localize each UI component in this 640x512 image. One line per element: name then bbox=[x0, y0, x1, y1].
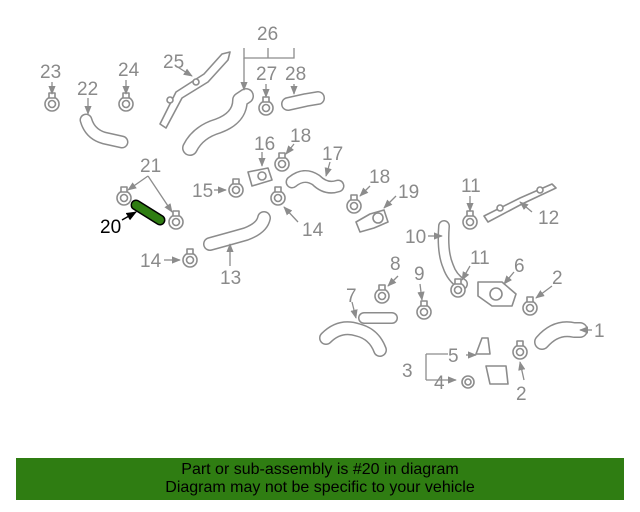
callout-23: 23 bbox=[40, 62, 61, 83]
info-banner: Part or sub-assembly is #20 in diagram D… bbox=[16, 458, 624, 500]
part-27-clamp[interactable]: 27 bbox=[256, 64, 277, 116]
callout-4: 4 bbox=[434, 373, 445, 394]
callout-2-lower: 2 bbox=[516, 384, 527, 405]
part-11-clamp-lower[interactable]: 11 bbox=[450, 248, 490, 298]
callout-1: 1 bbox=[594, 321, 605, 342]
callout-2-upper: 2 bbox=[552, 268, 563, 289]
part-1-hose[interactable]: 1 bbox=[534, 321, 605, 350]
callout-20: 20 bbox=[100, 217, 121, 238]
callout-13: 13 bbox=[220, 268, 241, 289]
callout-5: 5 bbox=[448, 346, 459, 367]
callout-28: 28 bbox=[285, 64, 306, 85]
banner-line-1: Part or sub-assembly is #20 in diagram bbox=[181, 461, 459, 478]
part-4-oring[interactable]: 4 bbox=[426, 373, 475, 394]
callout-26: 26 bbox=[257, 24, 278, 45]
callout-3: 3 bbox=[402, 361, 413, 382]
part-14-clamp-upper[interactable]: 14 bbox=[270, 186, 324, 241]
part-22-hose[interactable]: 22 bbox=[77, 79, 129, 149]
part-9-clamp[interactable]: 9 bbox=[414, 264, 432, 320]
callout-15: 15 bbox=[192, 181, 213, 202]
part-15-clamp[interactable]: 15 bbox=[192, 178, 244, 202]
part-14-clamp-lower[interactable]: 14 bbox=[140, 248, 198, 272]
part-23-clamp[interactable]: 23 bbox=[40, 62, 61, 112]
callout-22: 22 bbox=[77, 79, 98, 100]
callout-18-lower: 18 bbox=[369, 167, 390, 188]
part-13-hose[interactable]: 13 bbox=[203, 211, 271, 289]
callout-17: 17 bbox=[322, 144, 343, 165]
callout-19: 19 bbox=[398, 182, 419, 203]
banner-line-2: Diagram may not be specific to your vehi… bbox=[165, 479, 475, 496]
part-7-hose[interactable]: 7 bbox=[319, 286, 398, 357]
part-6-housing[interactable]: 6 bbox=[477, 256, 525, 307]
part-19-valve[interactable]: 19 bbox=[355, 182, 419, 233]
part-3-assembly[interactable]: 3 bbox=[402, 353, 509, 385]
callout-18-upper: 18 bbox=[290, 126, 311, 147]
callout-14-lower: 14 bbox=[140, 251, 162, 272]
callout-11-lower: 11 bbox=[470, 248, 490, 269]
callout-9: 9 bbox=[414, 264, 425, 285]
part-24-clamp[interactable]: 24 bbox=[118, 60, 140, 112]
part-5-pipe[interactable]: 5 bbox=[448, 337, 491, 367]
callout-14-upper: 14 bbox=[302, 220, 324, 241]
callout-8: 8 bbox=[390, 254, 401, 275]
part-16-connector[interactable]: 16 bbox=[247, 134, 275, 187]
part-17-hose[interactable]: 17 bbox=[285, 144, 345, 194]
part-2-clamp-lower[interactable]: 2 bbox=[512, 340, 528, 405]
part-21-clamps[interactable]: 21 bbox=[116, 156, 184, 230]
callout-10: 10 bbox=[405, 227, 426, 248]
callout-7: 7 bbox=[346, 286, 357, 307]
callout-27: 27 bbox=[256, 64, 277, 85]
part-18-clamp-upper[interactable]: 18 bbox=[274, 126, 311, 172]
part-28-elbow[interactable]: 28 bbox=[281, 64, 325, 111]
part-2-clamp-upper[interactable]: 2 bbox=[522, 268, 563, 316]
callout-16: 16 bbox=[254, 134, 275, 155]
part-12-pipe[interactable]: 12 bbox=[483, 183, 559, 229]
callout-21: 21 bbox=[140, 156, 161, 177]
callout-6: 6 bbox=[514, 256, 525, 277]
callout-25: 25 bbox=[163, 52, 184, 73]
part-25-pipe[interactable]: 25 bbox=[159, 51, 231, 129]
callout-11-upper: 11 bbox=[461, 176, 481, 197]
part-8-clamp[interactable]: 8 bbox=[374, 254, 401, 304]
part-20-hose[interactable]: 20 bbox=[100, 199, 166, 238]
callout-24: 24 bbox=[118, 60, 140, 81]
callout-12: 12 bbox=[538, 208, 559, 229]
part-18-clamp-lower[interactable]: 18 bbox=[346, 167, 390, 214]
part-26-hose[interactable]: 26 bbox=[182, 24, 295, 156]
part-11-clamp-upper[interactable]: 11 bbox=[461, 176, 481, 230]
